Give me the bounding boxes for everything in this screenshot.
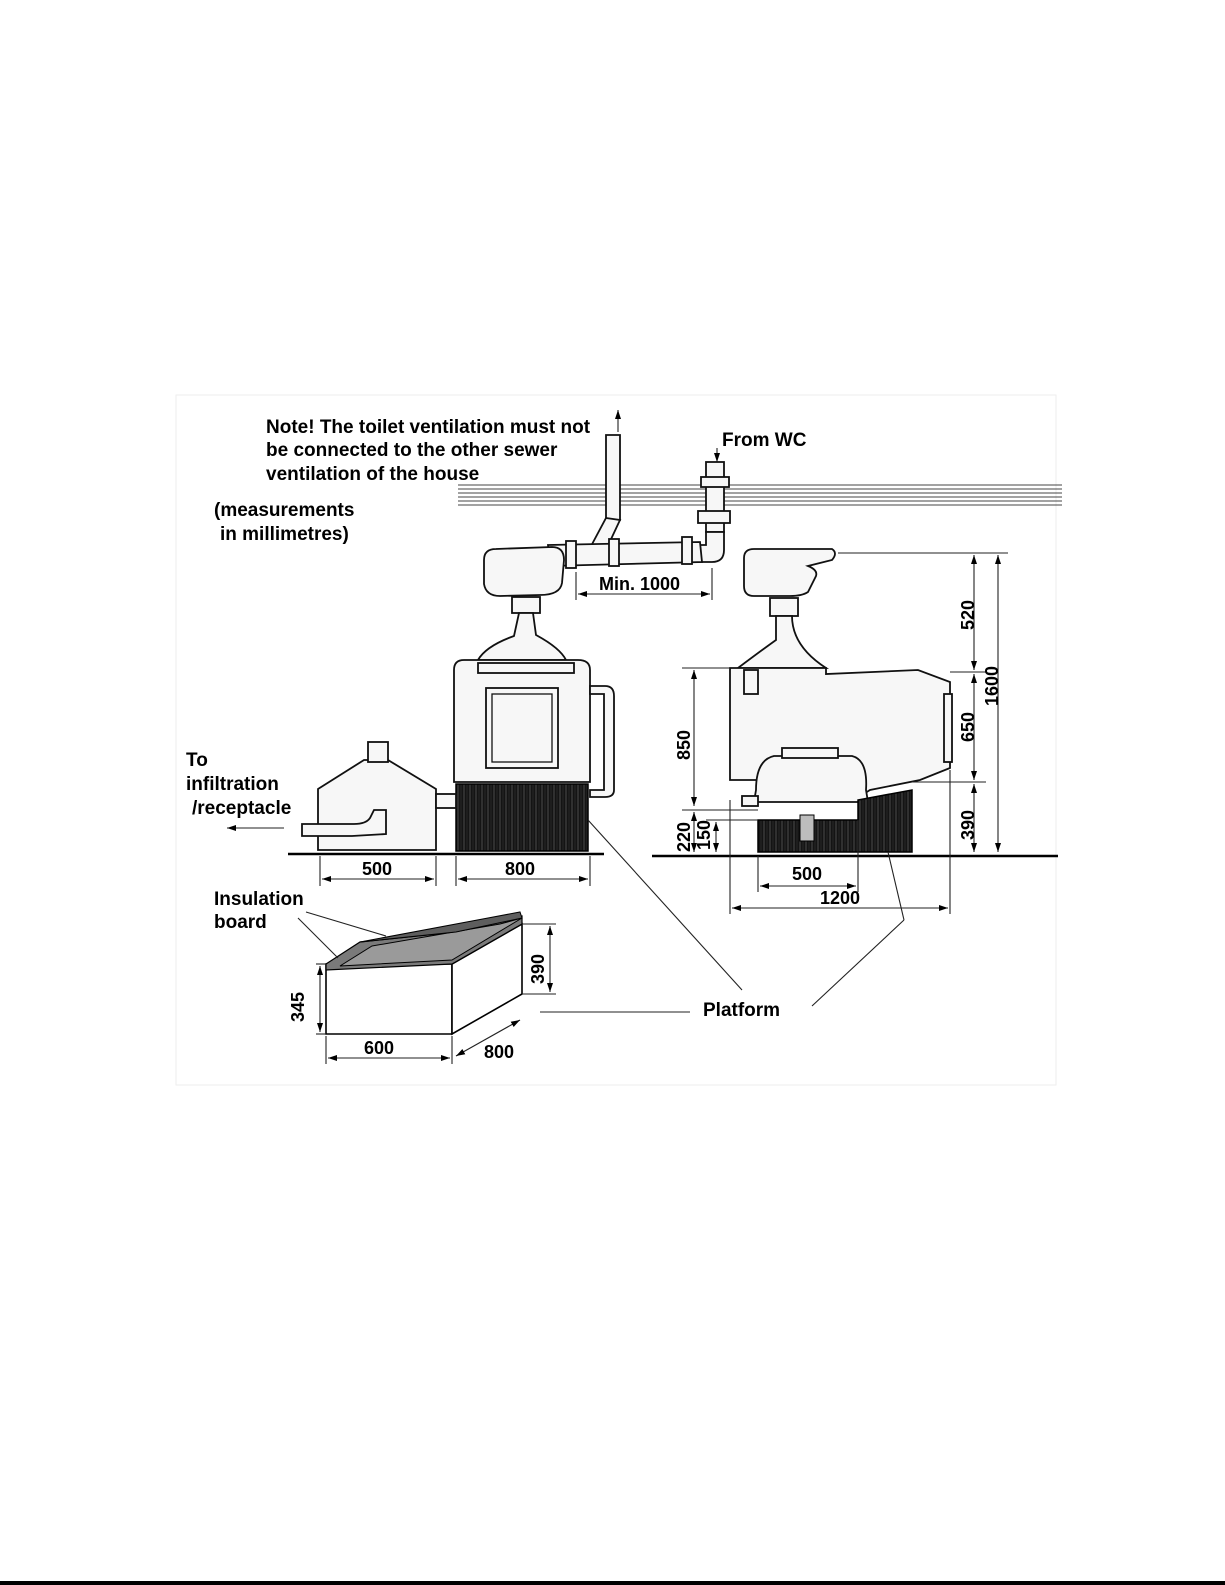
platform-leader-side: [888, 852, 904, 920]
pipe-through-platform: [800, 815, 814, 841]
fan-neck-front: [478, 613, 566, 660]
dim-label-345: 345: [288, 992, 308, 1022]
dim-label-800-box: 800: [484, 1042, 514, 1062]
dim-label-500-side: 500: [792, 864, 822, 884]
fan-collar-front: [512, 597, 540, 613]
horizontal-pipe: [548, 537, 702, 568]
note-line-1: Note! The toilet ventilation must not: [266, 417, 591, 438]
dim-345: [316, 964, 326, 1034]
dim-label-500-front: 500: [362, 859, 392, 879]
ceiling-joists: [458, 485, 1062, 505]
receptacle-tank: [227, 742, 456, 850]
fan-collar-side: [770, 598, 798, 616]
platform-leader-front: [588, 820, 742, 990]
platform-leader-side-2: [812, 920, 904, 1006]
dim-label-390-side: 390: [958, 810, 978, 840]
toilet-unit-front: [454, 660, 614, 797]
dim-label-800-front: 800: [505, 859, 535, 879]
dim-label-600: 600: [364, 1038, 394, 1058]
note-line-2: be connected to the other sewer: [266, 440, 558, 461]
insulation-leader-1: [298, 918, 338, 958]
units-line-1: (measurements: [214, 500, 354, 521]
insulation-line-1: Insulation: [214, 889, 304, 910]
outlet-line-1: To: [186, 750, 208, 771]
note-line-3: ventilation of the house: [266, 464, 479, 485]
dim-label-650: 650: [958, 712, 978, 742]
fan-housing-side: [744, 549, 835, 596]
dim-label-850: 850: [674, 730, 694, 760]
dim-label-1200: 1200: [820, 888, 860, 908]
from-wc-label: From WC: [722, 430, 807, 451]
outlet-line-2: infiltration: [186, 774, 279, 795]
dim-label-150: 150: [694, 820, 714, 850]
ventilation-pipe: [590, 410, 620, 552]
insulation-line-2: board: [214, 912, 267, 933]
fan-housing-front: [484, 547, 564, 596]
platform-front: [456, 784, 588, 851]
dim-label-min-1000: Min. 1000: [599, 574, 680, 594]
dim-label-1600: 1600: [982, 666, 1002, 706]
outlet-line-3: /receptacle: [192, 798, 291, 819]
dim-label-520: 520: [958, 600, 978, 630]
units-line-2: in millimetres): [220, 524, 349, 545]
dim-label-220: 220: [674, 822, 694, 852]
page-bottom-rule: [0, 1581, 1225, 1585]
dim-label-390-box: 390: [528, 954, 548, 984]
toilet-unit-side: [730, 668, 952, 806]
fan-neck-side: [738, 616, 826, 668]
platform-box: [326, 912, 522, 1034]
platform-label: Platform: [703, 1000, 780, 1021]
insulation-leader-2: [306, 912, 386, 936]
